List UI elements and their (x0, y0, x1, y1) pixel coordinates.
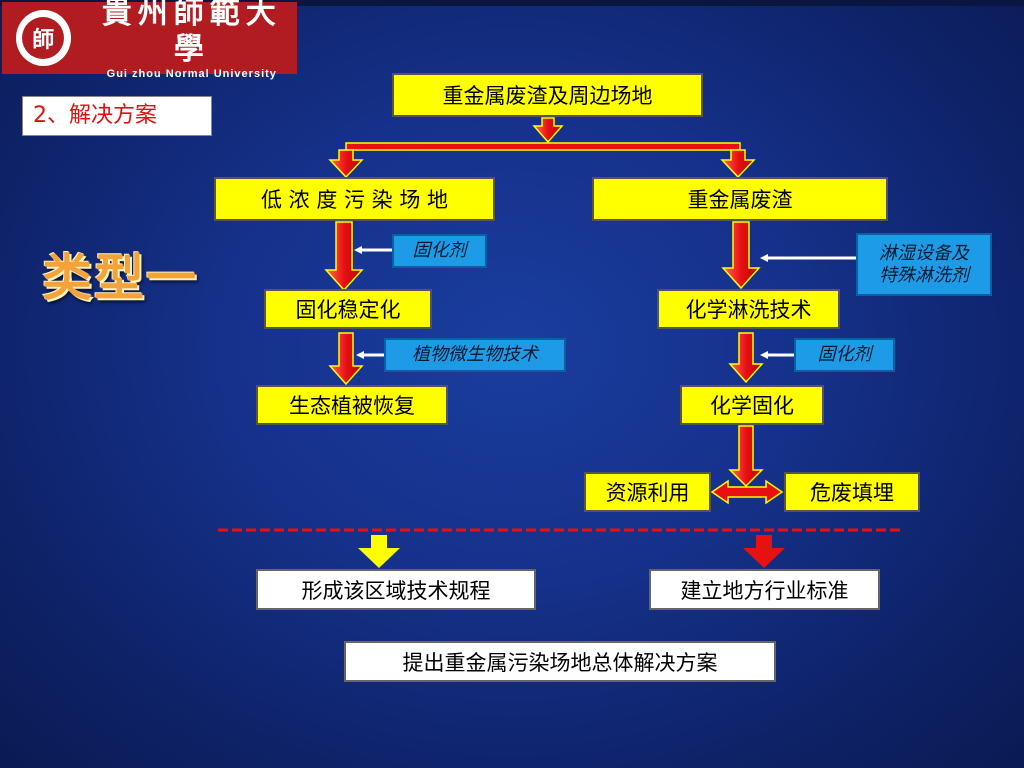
type-label: 类型一 (42, 249, 198, 307)
top-down-arrow (532, 117, 564, 144)
agent-pointer-wash-equipment (760, 254, 856, 262)
waste-to-wash-arrow (721, 221, 761, 290)
chem-solidify-down-arrow (728, 425, 764, 488)
university-seal-icon: 師 (16, 10, 71, 66)
red-down-arrow (743, 535, 785, 568)
university-logo: 師 貴州師範大學 Gui zhou Normal University (2, 0, 297, 80)
node-eco-restoration: 生态植被恢复 (256, 385, 448, 425)
wash-to-chem-solidify-arrow (728, 332, 764, 384)
top-edge-bar (0, 0, 1024, 6)
node-top: 重金属废渣及周边场地 (392, 73, 703, 117)
double-arrow (710, 479, 784, 505)
university-name-cn: 貴州師範大學 (101, 0, 282, 67)
split-bar (345, 142, 741, 151)
node-low-concentration-site: 低 浓 度 污 染 场 地 (214, 177, 495, 221)
agent-pointer-plant-microbe (356, 351, 384, 359)
agent-pointer-solidifier-right (760, 351, 794, 359)
node-chemical-solidify: 化学固化 (680, 385, 824, 425)
agent-plant-microbe: 植物微生物技术 (384, 338, 566, 372)
node-solidify-stabilize: 固化稳定化 (264, 289, 432, 329)
split-left-arrow (328, 149, 364, 179)
split-right-arrow (720, 149, 756, 179)
node-industry-standard: 建立地方行业标准 (649, 569, 880, 610)
node-heavy-metal-waste: 重金属废渣 (592, 177, 888, 221)
university-name-en: Gui zhou Normal University (106, 68, 277, 80)
divider-dashed-line (218, 528, 902, 532)
node-chemical-washing: 化学淋洗技术 (657, 289, 840, 329)
yellow-down-arrow (358, 535, 400, 568)
solidify-to-eco-arrow (328, 332, 364, 386)
seal-character: 師 (22, 17, 65, 59)
node-regional-rules: 形成该区域技术规程 (256, 569, 536, 610)
logo-text: 貴州師範大學 Gui zhou Normal University (87, 0, 297, 80)
agent-pointer-solidifier-left (354, 246, 392, 254)
node-hazard-landfill: 危废填埋 (784, 472, 920, 512)
low-conc-to-solidify-arrow (324, 221, 364, 292)
agent-wash-equipment: 淋湿设备及特殊淋洗剂 (856, 233, 992, 296)
agent-solidifier-right: 固化剂 (794, 338, 895, 372)
node-resource-use: 资源利用 (584, 472, 711, 512)
section-label: 2、解决方案 (22, 96, 212, 136)
node-overall-plan: 提出重金属污染场地总体解决方案 (344, 641, 776, 682)
agent-solidifier-left: 固化剂 (392, 234, 487, 268)
